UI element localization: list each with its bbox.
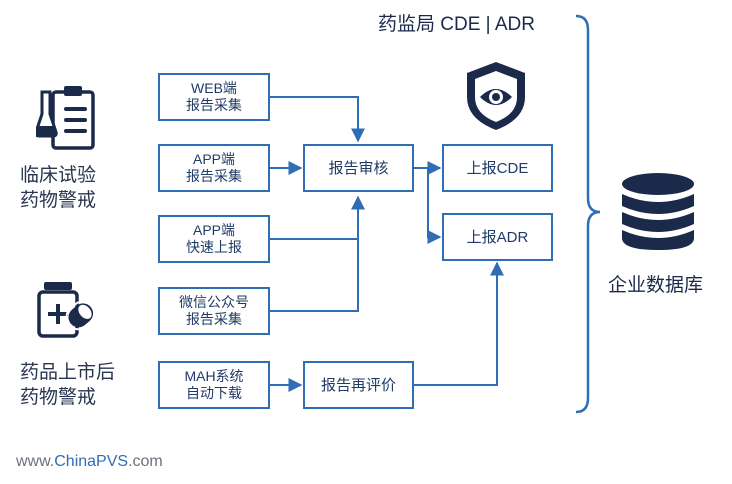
website-link: www.ChinaPVS.com [16, 453, 163, 471]
report-cde-box: 上报CDE [442, 144, 553, 192]
clipboard-flask-icon [36, 86, 95, 150]
line-wechat-to-review [270, 239, 359, 312]
arrow-review-to-adr [427, 168, 442, 244]
source-app-line1: APP端 [192, 151, 235, 167]
source-app-fast-box: APP端 快速上报 [158, 215, 270, 263]
postmarket-label-line2: 药物警戒 [20, 387, 97, 408]
source-web-box: WEB端 报告采集 [158, 73, 270, 121]
source-app-line2: 报告采集 [186, 168, 242, 184]
clinical-label-line2: 药物警戒 [20, 190, 97, 211]
source-mah-line2: 自动下载 [186, 385, 242, 401]
process-reevaluate-label: 报告再评价 [320, 376, 396, 394]
process-reevaluate-box: 报告再评价 [303, 361, 414, 409]
database-label: 企业数据库 [608, 275, 704, 296]
source-app-fast-line2: 快速上报 [186, 239, 242, 255]
source-web-line1: WEB端 [191, 80, 237, 96]
website-suffix: .com [128, 453, 163, 470]
shield-eye-icon [467, 62, 525, 130]
website-prefix: www. [16, 453, 55, 470]
report-adr-label: 上报ADR [466, 228, 529, 246]
report-adr-box: 上报ADR [442, 213, 553, 261]
report-cde-label: 上报CDE [466, 159, 529, 177]
website-brand: ChinaPVS [54, 453, 129, 470]
source-mah-line1: MAH系统 [184, 368, 244, 384]
arrow-reevaluate-to-adr [414, 261, 504, 386]
curly-brace [575, 14, 601, 414]
source-wechat-box: 微信公众号 报告采集 [158, 287, 270, 335]
source-app-box: APP端 报告采集 [158, 144, 270, 192]
source-wechat-line1: 微信公众号 [179, 294, 249, 310]
process-review-label: 报告审核 [328, 159, 389, 177]
clinical-label-line1: 临床试验 [20, 165, 97, 186]
database-icon [622, 173, 694, 250]
source-app-fast-line1: APP端 [192, 222, 235, 238]
agency-title: 药监局 CDE | ADR [378, 14, 535, 35]
postmarket-label-line1: 药品上市后 [20, 362, 116, 383]
source-wechat-line2: 报告采集 [186, 311, 242, 327]
process-review-box: 报告审核 [303, 144, 414, 192]
source-mah-box: MAH系统 自动下载 [158, 361, 270, 409]
clinical-label: 临床试验 药物警戒 [20, 163, 96, 213]
arrow-web-to-review [270, 96, 365, 143]
postmarket-label: 药品上市后 药物警戒 [20, 360, 115, 410]
source-web-line2: 报告采集 [186, 97, 242, 113]
medicine-bottle-pill-icon [37, 282, 97, 338]
arrow-appfast-to-review [270, 195, 365, 240]
